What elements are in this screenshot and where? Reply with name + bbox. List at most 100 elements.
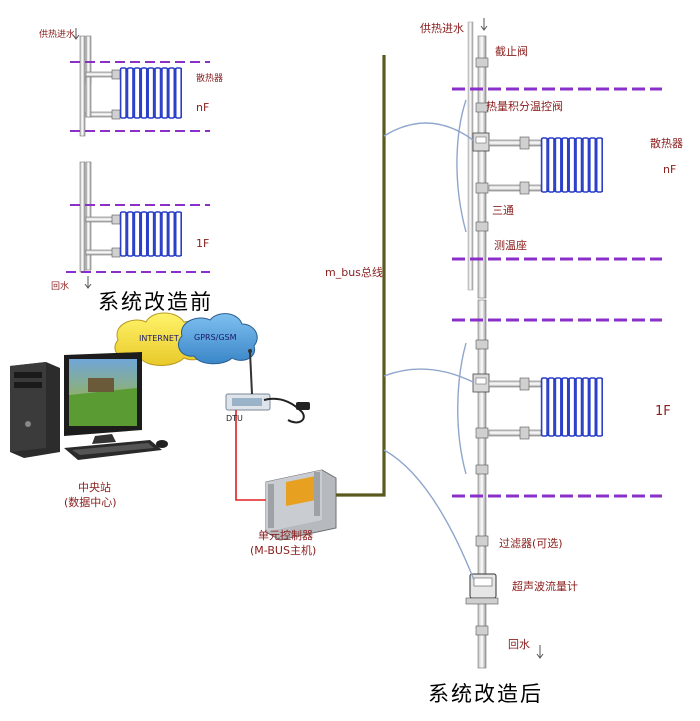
internet-label: INTERNET — [139, 334, 179, 343]
before-fitting — [111, 109, 121, 120]
before-floor-nf-label: nF — [196, 101, 210, 114]
radiator-fin — [161, 67, 169, 119]
radiator-fin — [575, 137, 583, 193]
after-return-riser — [467, 21, 474, 291]
before-return-pipe — [85, 161, 92, 271]
gprs-label: GPRS/GSM — [194, 333, 237, 342]
bus-label: m_bus总线 — [325, 266, 383, 279]
radiator-fin — [540, 137, 548, 193]
before-floor-1f-label: 1F — [196, 237, 210, 250]
radiator-fin — [582, 137, 590, 193]
before-fitting — [111, 214, 121, 225]
before-supply-label: 供热进水 — [39, 30, 76, 40]
network-section — [10, 55, 386, 541]
shutoff-valve-icon — [475, 57, 489, 68]
computer-icon — [10, 352, 168, 460]
before-fitting — [111, 247, 121, 258]
filter-icon — [475, 535, 489, 547]
radiator-fin — [554, 137, 562, 193]
down-arrow-icon — [536, 645, 544, 659]
before-supply-pipe — [79, 161, 86, 273]
after-floor-nf-label: nF — [663, 163, 677, 176]
radiator-fin — [575, 377, 583, 437]
radiator-fin — [589, 137, 597, 193]
gprs-cloud-icon — [178, 313, 258, 365]
signal-wire — [456, 99, 467, 233]
m-bus-line — [336, 55, 386, 497]
radiator-fin — [147, 211, 155, 257]
before-radiator-nf — [119, 67, 182, 119]
center-name-label: 中央站 — [78, 481, 111, 494]
temp-seat-icon — [475, 221, 489, 232]
unit-controller-icon — [265, 469, 337, 541]
radiator-fin — [547, 137, 555, 193]
radiator-fin — [161, 211, 169, 257]
radiator-fin — [595, 377, 604, 437]
shutoff-valve-label: 截止阀 — [495, 45, 528, 58]
before-return-label: 回水 — [51, 282, 70, 292]
after-floor-1f-label: 1F — [655, 404, 671, 419]
after-unit-nf — [456, 57, 604, 233]
filter-label: 过滤器(可选) — [499, 537, 563, 550]
dtu-link-line — [235, 410, 266, 501]
radiator-fin — [561, 137, 569, 193]
radiator-fin — [582, 377, 590, 437]
radiator-fin — [589, 377, 597, 437]
before-fitting — [111, 69, 121, 80]
radiator-fin — [168, 211, 176, 257]
radiator-fin — [119, 67, 127, 119]
down-arrow-icon — [480, 18, 488, 31]
after-unit-1f — [457, 339, 604, 475]
dtu-label: DTU — [226, 414, 243, 423]
radiator-fin — [595, 137, 604, 193]
bus-wire — [383, 122, 474, 141]
dtu-device-icon — [225, 349, 310, 424]
radiator-fin — [133, 211, 141, 257]
after-title: 系统改造后 — [428, 682, 543, 706]
before-radiator-label: 散热器 — [196, 74, 224, 84]
radiator-fin — [133, 67, 141, 119]
radiator-fin — [154, 67, 162, 119]
radiator-fin — [568, 137, 576, 193]
radiator-fin — [554, 377, 562, 437]
temp-seat-label: 测温座 — [494, 239, 527, 252]
before-riser-pipe — [85, 76, 92, 118]
radiator-fin — [119, 211, 127, 257]
tee-label: 三通 — [492, 204, 514, 217]
ultrasonic-meter-icon — [465, 573, 499, 605]
bus-wire — [383, 449, 475, 581]
radiator-fin — [568, 377, 576, 437]
after-supply-riser — [477, 299, 487, 669]
after-supply-label: 供热进水 — [420, 22, 464, 35]
radiator-fin — [126, 67, 134, 119]
heat-valve-label: 热量积分温控阀 — [486, 100, 563, 113]
radiator-fin — [154, 211, 162, 257]
after-radiator-nf — [540, 137, 604, 193]
after-return-label: 回水 — [508, 638, 530, 651]
bus-wire — [383, 368, 474, 383]
before-radiator-1f — [119, 211, 182, 257]
radiator-fin — [561, 377, 569, 437]
tee-icon — [475, 182, 489, 194]
radiator-fin — [126, 211, 134, 257]
radiator-fin — [547, 377, 555, 437]
center-desc-label: (数据中心) — [64, 496, 117, 509]
before-supply-pipe — [79, 35, 86, 137]
radiator-fin — [140, 67, 148, 119]
after-supply-riser — [477, 35, 487, 299]
controller-desc-label: (M-BUS主机) — [250, 544, 317, 557]
after-radiator-1f — [540, 377, 604, 437]
radiator-fin — [140, 211, 148, 257]
before-diagram — [66, 28, 210, 289]
signal-wire — [457, 342, 467, 475]
before-title: 系统改造前 — [98, 290, 213, 314]
radiator-fin — [540, 377, 548, 437]
down-arrow-icon — [84, 276, 92, 289]
down-arrow-icon — [72, 28, 80, 40]
after-diagram — [383, 18, 662, 669]
controller-name-label: 单元控制器 — [258, 529, 313, 542]
radiator-fin — [147, 67, 155, 119]
after-radiator-label: 散热器 — [650, 137, 683, 150]
radiator-fin — [174, 67, 182, 119]
